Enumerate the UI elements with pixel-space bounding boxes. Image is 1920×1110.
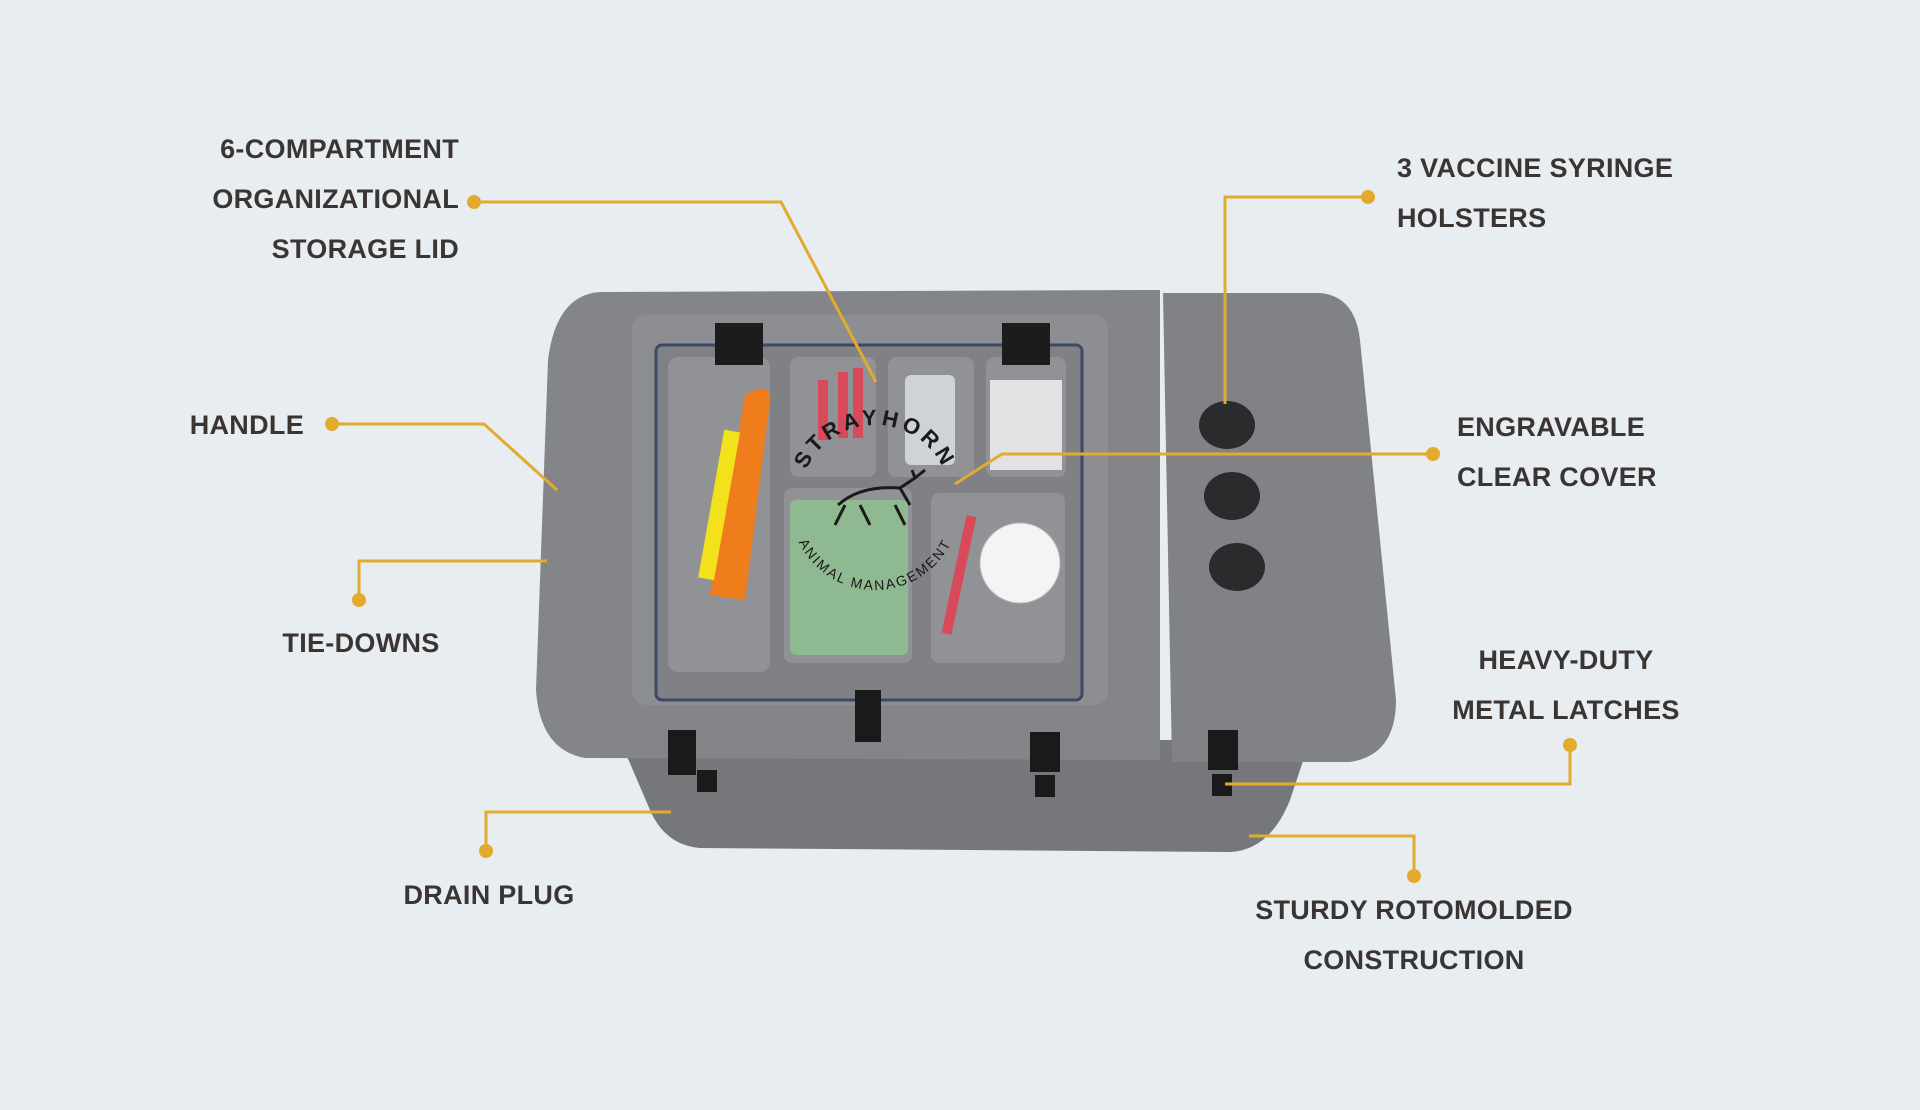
callout-line: ENGRAVABLE bbox=[1457, 412, 1646, 442]
ring-bag bbox=[790, 500, 908, 655]
callout-latches: HEAVY-DUTY METAL LATCHES bbox=[1416, 635, 1716, 735]
callout-tie-downs: TIE-DOWNS bbox=[261, 618, 461, 668]
callout-line: ORGANIZATIONAL bbox=[212, 184, 459, 214]
callout-line: TIE-DOWNS bbox=[282, 628, 440, 658]
vials bbox=[905, 375, 955, 465]
vaccine-gauge bbox=[979, 522, 1061, 604]
callout-line: CONSTRUCTION bbox=[1303, 945, 1525, 975]
callout-line: STURDY ROTOMOLDED bbox=[1255, 895, 1573, 925]
leader-lines bbox=[332, 195, 1572, 876]
callout-line: CLEAR COVER bbox=[1457, 462, 1657, 492]
syringe-holster-hole bbox=[1204, 472, 1260, 520]
callout-line: 3 VACCINE SYRINGE bbox=[1397, 153, 1674, 183]
syringe-holster-hole bbox=[1209, 543, 1265, 591]
tag-marker bbox=[698, 429, 741, 581]
red-tools bbox=[818, 368, 863, 440]
callout-line: METAL LATCHES bbox=[1452, 695, 1680, 725]
callout-line: DRAIN PLUG bbox=[403, 880, 575, 910]
callout-line: STORAGE LID bbox=[271, 234, 459, 264]
hinge bbox=[715, 323, 763, 365]
metal-latches bbox=[668, 690, 1238, 797]
syringe-holster-hole bbox=[1199, 401, 1255, 449]
callout-holsters: 3 VACCINE SYRINGE HOLSTERS bbox=[1397, 143, 1673, 243]
bull-logo-icon bbox=[833, 468, 926, 526]
callout-construction: STURDY ROTOMOLDED CONSTRUCTION bbox=[1234, 885, 1594, 985]
multi-cutter bbox=[710, 388, 770, 600]
cooler-body bbox=[620, 740, 1310, 852]
callout-line: 6-COMPARTMENT bbox=[220, 134, 459, 164]
hinge bbox=[1002, 323, 1050, 365]
red-syringe bbox=[941, 515, 977, 635]
callout-line: HOLSTERS bbox=[1397, 203, 1547, 233]
holster-section bbox=[1163, 293, 1396, 762]
callout-drain-plug: DRAIN PLUG bbox=[339, 870, 639, 920]
callout-handle: HANDLE bbox=[190, 400, 304, 450]
callout-dots bbox=[325, 190, 1577, 883]
callout-storage-lid: 6-COMPARTMENT ORGANIZATIONAL STORAGE LID bbox=[212, 124, 459, 274]
callout-line: HEAVY-DUTY bbox=[1478, 645, 1654, 675]
callout-line: HANDLE bbox=[189, 410, 304, 440]
callout-clear-cover: ENGRAVABLE CLEAR COVER bbox=[1457, 402, 1657, 502]
